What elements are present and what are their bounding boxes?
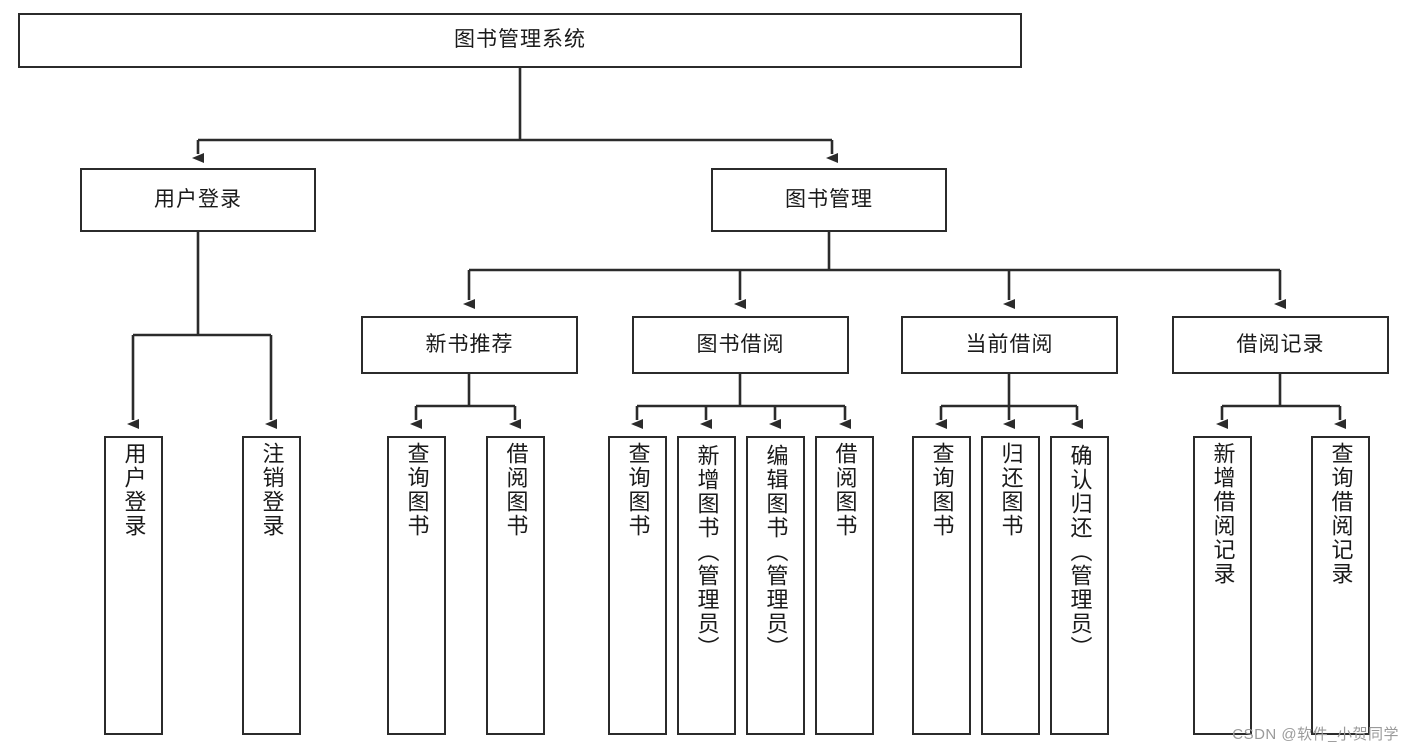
node-book-manage-label: 图书管理 (785, 187, 873, 211)
node-leaf-add-record-label: 新增借阅记录 (1210, 442, 1236, 586)
node-borrow-record-label: 借阅记录 (1236, 332, 1325, 356)
node-leaf-logout[interactable]: 注销登录 (242, 436, 301, 735)
node-root-label: 图书管理系统 (454, 28, 586, 52)
node-leaf-confirm-return[interactable]: 确认归还（管理员） (1050, 436, 1109, 735)
node-leaf-query-book-3[interactable]: 查询图书 (912, 436, 971, 735)
node-leaf-add-record[interactable]: 新增借阅记录 (1193, 436, 1252, 735)
node-leaf-edit-book[interactable]: 编辑图书（管理员） (746, 436, 805, 735)
node-book-borrow-label: 图书借阅 (696, 332, 785, 356)
node-leaf-borrow-book-1-label: 借阅图书 (503, 442, 529, 538)
node-user-login-label: 用户登录 (154, 187, 242, 211)
node-leaf-edit-book-label: 编辑图书（管理员） (763, 444, 789, 660)
node-book-manage[interactable]: 图书管理 (711, 168, 947, 232)
node-leaf-return-book[interactable]: 归还图书 (981, 436, 1040, 735)
node-root[interactable]: 图书管理系统 (18, 13, 1022, 68)
node-leaf-query-record[interactable]: 查询借阅记录 (1311, 436, 1370, 735)
node-leaf-borrow-book-2[interactable]: 借阅图书 (815, 436, 874, 735)
node-new-book-rec[interactable]: 新书推荐 (361, 316, 578, 374)
node-leaf-borrow-book-2-label: 借阅图书 (832, 442, 858, 538)
node-leaf-add-book-label: 新增图书（管理员） (694, 444, 720, 660)
node-leaf-query-book-3-label: 查询图书 (929, 442, 955, 538)
node-leaf-query-book-2[interactable]: 查询图书 (608, 436, 667, 735)
node-current-borrow-label: 当前借阅 (965, 332, 1054, 356)
node-current-borrow[interactable]: 当前借阅 (901, 316, 1118, 374)
node-user-login[interactable]: 用户登录 (80, 168, 316, 232)
node-leaf-user-login[interactable]: 用户登录 (104, 436, 163, 735)
node-leaf-user-login-label: 用户登录 (121, 442, 147, 538)
node-leaf-return-book-label: 归还图书 (998, 442, 1024, 538)
node-leaf-query-book-1-label: 查询图书 (404, 442, 430, 538)
node-leaf-query-record-label: 查询借阅记录 (1328, 442, 1354, 586)
node-leaf-query-book-1[interactable]: 查询图书 (387, 436, 446, 735)
node-leaf-confirm-return-label: 确认归还（管理员） (1067, 444, 1093, 660)
node-leaf-logout-label: 注销登录 (259, 442, 285, 538)
node-leaf-add-book[interactable]: 新增图书（管理员） (677, 436, 736, 735)
node-borrow-record[interactable]: 借阅记录 (1172, 316, 1389, 374)
node-leaf-borrow-book-1[interactable]: 借阅图书 (486, 436, 545, 735)
node-new-book-rec-label: 新书推荐 (425, 332, 514, 356)
node-book-borrow[interactable]: 图书借阅 (632, 316, 849, 374)
node-leaf-query-book-2-label: 查询图书 (625, 442, 651, 538)
